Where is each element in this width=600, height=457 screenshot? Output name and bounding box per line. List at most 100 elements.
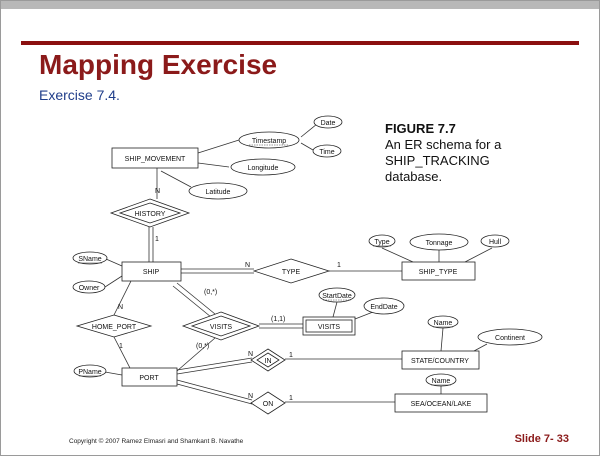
attribute-hull: Hull (480, 234, 510, 248)
relationship-diamond-inner (118, 202, 182, 224)
link-line (160, 170, 192, 188)
link-line (440, 327, 444, 352)
attribute-owner: Owner (72, 280, 106, 294)
cardinality-label: 1 (155, 236, 159, 243)
link-line (332, 301, 338, 318)
slide-subtitle: Exercise 7.4. (39, 87, 120, 103)
relationship-label: IN (265, 358, 272, 365)
cardinality-label: N (155, 188, 160, 195)
attribute-state-name: Name (427, 315, 459, 329)
attribute-label: Latitude (206, 189, 231, 196)
copyright-notice: Copyright © 2007 Ramez Elmasri and Shamk… (69, 438, 244, 445)
attribute-label: SName (78, 256, 101, 263)
slide-number: Slide 7- 33 (514, 433, 569, 445)
entity-ship-movement: SHIP_MOVEMENT (111, 147, 199, 169)
attribute-ellipse (425, 373, 457, 387)
link-line (176, 379, 253, 401)
relationship-type: TYPE (252, 258, 331, 284)
entity-box (401, 350, 480, 370)
attribute-label: Type (374, 239, 389, 246)
entity-box (121, 261, 182, 282)
link-line (300, 123, 318, 138)
link-line (464, 247, 493, 263)
link-line (197, 162, 230, 168)
attribute-label: Owner (79, 285, 100, 292)
attribute-ellipse (188, 182, 248, 200)
relationship-visits: VISITS (181, 311, 261, 341)
attribute-ellipse (72, 280, 106, 294)
link-line (176, 282, 216, 315)
attribute-label: StartDate (322, 293, 352, 300)
relationship-label: HISTORY (135, 211, 166, 218)
attribute-timestamp: Timestamp (238, 131, 300, 149)
entity-state-country: STATE/COUNTRY (401, 350, 480, 370)
figure-desc-line: SHIP_TRACKING (385, 153, 490, 168)
attribute-label: EndDate (370, 304, 397, 311)
cardinality-label: (0,*) (204, 289, 217, 296)
relationship-diamond (250, 391, 286, 415)
link-line (176, 383, 253, 405)
attribute-label: Time (319, 149, 334, 156)
relationship-diamond-inner (256, 352, 280, 368)
cardinality-label: N (118, 304, 123, 311)
link-line (473, 343, 488, 352)
attribute-ellipse (477, 328, 543, 346)
attribute-type: Type (368, 234, 396, 248)
entity-ship-type: SHIP_TYPE (401, 261, 476, 281)
cardinality-label: 1 (289, 395, 293, 402)
attribute-label: Name (432, 378, 451, 385)
attribute-ellipse (73, 364, 107, 378)
attribute-ellipse (318, 287, 356, 303)
attribute-label: Name (434, 320, 453, 327)
slide-top-bar (1, 1, 599, 9)
attribute-label: Timestamp (252, 138, 286, 145)
link-line (300, 142, 314, 151)
attribute-end-date: EndDate (363, 297, 405, 315)
relationship-diamond (75, 314, 153, 338)
attribute-ellipse (368, 234, 396, 248)
attribute-time: Time (312, 144, 342, 158)
entity-box-inner (305, 319, 353, 333)
entity-label: SHIP_TYPE (419, 269, 458, 276)
attribute-label: Tonnage (426, 240, 453, 247)
entity-box (401, 261, 476, 281)
link-line (105, 258, 123, 267)
attribute-label: Longitude (248, 165, 279, 172)
relationship-label: VISITS (210, 324, 233, 331)
attribute-label: Continent (495, 335, 525, 342)
cardinality-label: N (245, 262, 250, 269)
entity-visits-weak: VISITS (302, 316, 356, 336)
entity-label: PORT (139, 375, 159, 382)
link-line (113, 336, 132, 371)
figure-label: FIGURE 7.7 (385, 121, 456, 136)
attribute-sea-name: Name (425, 373, 457, 387)
cardinality-label: 1 (119, 343, 123, 350)
link-line (104, 275, 123, 288)
entity-label: VISITS (318, 324, 341, 331)
attribute-ellipse (363, 297, 405, 315)
attribute-ellipse (312, 144, 342, 158)
cardinality-label: N (248, 393, 253, 400)
link-line (172, 285, 212, 318)
attribute-start-date: StartDate (318, 287, 356, 303)
relationship-history: HISTORY (109, 198, 191, 228)
relationship-home-port: HOME_PORT (75, 314, 153, 338)
slide-title: Mapping Exercise (39, 49, 278, 80)
attribute-label: Date (321, 120, 336, 127)
entity-sea-ocean-lake: SEA/OCEAN/LAKE (394, 393, 488, 413)
attribute-ellipse (238, 131, 300, 149)
entity-label: STATE/COUNTRY (411, 358, 469, 365)
entity-ship: SHIP (121, 261, 182, 282)
attribute-label: PName (78, 369, 101, 376)
link-line (176, 361, 253, 375)
relationship-on: ON (250, 391, 286, 415)
attribute-ellipse (427, 315, 459, 329)
relationship-diamond (252, 258, 331, 284)
relationship-label: ON (263, 401, 274, 408)
attribute-sname: SName (72, 251, 108, 265)
attribute-ellipse (409, 233, 469, 251)
link-line (176, 337, 216, 372)
figure-desc-line: database. (385, 169, 443, 184)
cardinality-label: 1 (289, 352, 293, 359)
